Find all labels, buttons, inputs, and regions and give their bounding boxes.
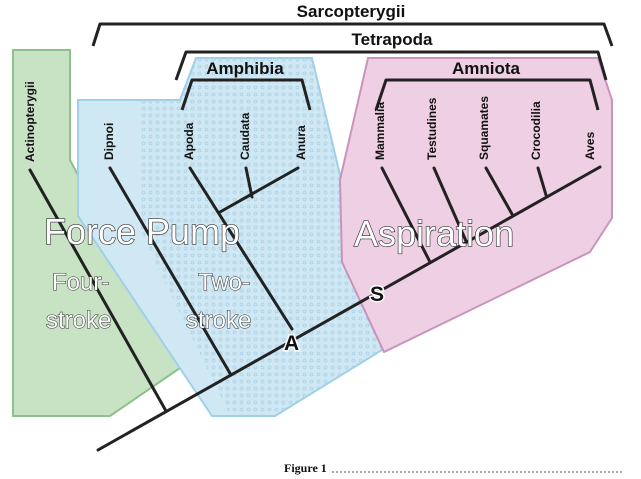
taxon-testudines: Testudines <box>425 97 439 160</box>
branch-dipnoi <box>108 166 233 377</box>
branch-testudines <box>432 166 468 243</box>
branch-squamates <box>484 166 514 216</box>
amphibia-dotted-region <box>140 58 382 416</box>
four-stroke-label-line1: Four- <box>52 269 109 296</box>
branch-actinopterygii <box>28 168 168 413</box>
four-stroke-label-line2: stroke <box>46 307 111 334</box>
amphibia-bracket <box>180 78 312 111</box>
taxon-crocodilia: Crocodilia <box>529 101 543 160</box>
tree-trunk <box>96 165 602 452</box>
amniota-label: Amniota <box>452 59 521 78</box>
amphibia-label: Amphibia <box>206 59 284 78</box>
taxon-anura: Anura <box>294 125 308 160</box>
taxon-apoda: Apoda <box>182 122 196 160</box>
phylogenetic-tree <box>28 165 602 452</box>
node-a-label: A <box>284 332 299 355</box>
taxon-squamates: Squamates <box>477 96 491 160</box>
taxon-caudata: Caudata <box>238 112 252 160</box>
two-stroke-label-line2: stroke <box>186 307 251 334</box>
branch-crocodilia <box>536 166 548 197</box>
amniota-bracket <box>374 78 600 111</box>
taxon-dipnoi: Dipnoi <box>102 123 116 160</box>
sarcopterygii-label: Sarcopterygii <box>297 2 406 21</box>
force-pump-label: Force Pump <box>44 211 240 252</box>
two-stroke-label-line1: Two- <box>198 269 250 296</box>
sarcopterygii-bracket <box>91 22 614 47</box>
branch-caudata-anura <box>218 166 300 214</box>
taxon-aves: Aves <box>583 131 597 160</box>
taxon-mammalia: Mammalia <box>373 102 387 160</box>
figure-caption: Figure 1 <box>284 461 327 475</box>
branch-mammalia <box>380 166 432 264</box>
branch-caudata <box>244 166 254 199</box>
tetrapoda-bracket <box>174 50 608 81</box>
branch-amphibia <box>188 166 294 331</box>
tetrapoda-label: Tetrapoda <box>352 30 433 49</box>
aspiration-label: Aspiration <box>354 213 514 254</box>
node-s-label: S <box>370 283 384 306</box>
taxon-actinopterygii: Actinopterygii <box>23 81 37 162</box>
